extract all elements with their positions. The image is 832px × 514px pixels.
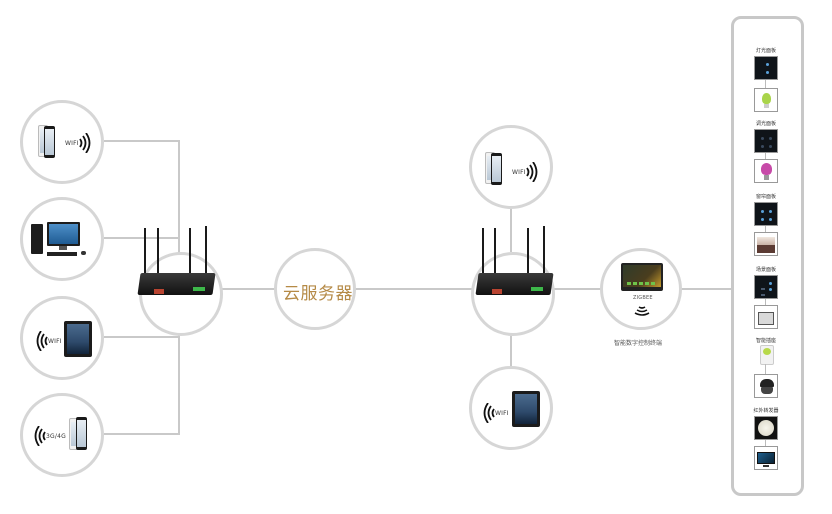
smartphone-icon [44,126,55,158]
line-left-phone [104,140,180,142]
monitor-icon [47,222,80,246]
smartphone-icon [76,417,87,450]
zigbee-signal-icon [634,306,650,316]
mouse-icon [81,251,86,255]
line-router-server [214,288,276,290]
client-circle-phone-wifi-right[interactable]: WIFI [469,125,553,209]
antenna-icon [189,228,191,274]
line-left-tablet [104,336,180,338]
cloud-server-label: 云服务器 [283,284,353,304]
device-link [765,440,766,446]
dimmer-panel-icon[interactable] [754,129,778,153]
device-label: 场景面板 [755,267,776,273]
wifi-signal-icon [526,162,538,182]
curtain-panel-icon[interactable] [754,202,778,226]
wifi-signal-icon [36,331,48,351]
device-link [765,299,766,305]
link-label: WIFI [495,410,509,417]
device-link [765,364,766,374]
client-circle-desktop[interactable] [20,197,104,281]
colored-bulb-icon [754,159,778,183]
television-icon [754,446,778,470]
desktop-tower-icon [31,224,43,254]
client-circle-tablet-wifi[interactable]: WIFI [20,296,104,380]
line-router-terminal [546,288,602,290]
smartphone-icon [491,153,502,185]
zigbee-label: ZIGBEE [633,295,653,301]
device-link [765,80,766,88]
light-switch-panel-icon[interactable] [754,56,778,80]
wifi-signal-icon [483,403,495,423]
line-server-router [354,288,476,290]
link-label: 3G/4G [46,433,66,440]
keyboard-icon [47,252,77,256]
ir-transponder-icon[interactable] [754,416,778,440]
router-green-port [193,287,205,291]
smart-socket-icon[interactable] [760,345,774,365]
cellular-signal-icon [34,426,46,446]
control-terminal-caption: 智能数字控制终端 [614,340,663,347]
router-body-icon [137,273,216,295]
appliance-icon [754,305,778,329]
device-label: 智能插座 [755,338,776,344]
line-right-vertical-top [510,206,512,252]
device-label: 红外转发器 [753,408,779,414]
client-circle-phone-wifi[interactable]: WIFI [20,100,104,184]
router-body-icon [475,273,554,295]
monitor-stand [59,246,67,250]
antenna-icon [157,228,159,282]
line-left-desktop [104,237,180,239]
device-label: 窗帘面板 [755,194,776,200]
antenna-icon [205,226,207,276]
antenna-icon [527,228,529,274]
wifi-signal-icon [79,133,91,153]
line-right-vertical-bottom [510,322,512,368]
device-link [765,226,766,232]
link-label: WIFI [48,338,62,345]
tablet-icon [512,391,540,427]
antenna-icon [543,226,545,276]
router-green-port [531,287,543,291]
line-left-3g4g [104,433,180,435]
antenna-icon [494,228,496,282]
client-circle-tablet-wifi-right[interactable]: WIFI [469,366,553,450]
client-circle-phone-3g4g[interactable]: 3G/4G [20,393,104,477]
cloud-server-circle[interactable]: 云服务器 [274,248,356,330]
scene-panel-icon[interactable] [754,275,778,299]
tablet-icon [64,321,92,357]
touch-panel-icon [621,263,663,291]
link-label: WIFI [512,169,526,176]
device-label: 调光面板 [755,121,776,127]
curtain-icon [754,232,778,256]
antenna-icon [144,228,146,276]
link-label: WIFI [65,140,79,147]
device-label: 灯光面板 [755,48,776,54]
rice-cooker-icon [754,374,778,398]
light-bulb-icon [754,88,778,112]
router-red-port [154,289,164,294]
device-link [765,153,766,159]
line-terminal-panel [680,288,732,290]
antenna-icon [482,228,484,276]
control-terminal-circle[interactable]: ZIGBEE [600,248,682,330]
router-red-port [492,289,502,294]
